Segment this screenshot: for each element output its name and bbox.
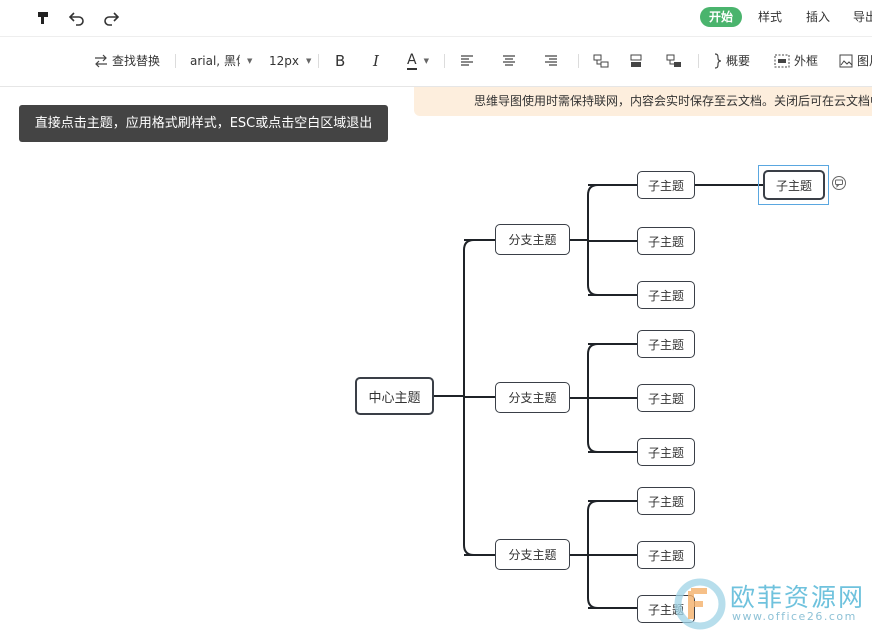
font-size-select[interactable]: 12px ▼ xyxy=(269,51,311,71)
sub-topic[interactable]: 子主题 xyxy=(637,438,695,466)
image-label: 图片 xyxy=(857,54,872,68)
italic-button[interactable]: I xyxy=(373,51,379,71)
font-family-value: arial, 黑体 xyxy=(190,54,240,68)
undo-icon[interactable] xyxy=(66,7,88,29)
swap-icon xyxy=(95,54,107,68)
insert-parent-icon xyxy=(666,54,681,67)
tab-start[interactable]: 开始 xyxy=(700,7,743,27)
comment-icon[interactable] xyxy=(831,175,847,191)
italic-icon: I xyxy=(373,52,379,70)
sub-topic[interactable]: 子主题 xyxy=(637,330,695,358)
bold-icon: B xyxy=(335,52,346,70)
insert-child-button[interactable] xyxy=(593,51,609,71)
branch-topic[interactable]: 分支主题 xyxy=(495,224,570,255)
image-icon xyxy=(839,54,853,68)
top-bar: 开始 样式 插入 导出 xyxy=(0,0,872,37)
branch-topic[interactable]: 分支主题 xyxy=(495,539,570,570)
align-center-icon xyxy=(503,55,515,66)
format-painter-tooltip: 直接点击主题，应用格式刷样式，ESC或点击空白区域退出 xyxy=(19,105,388,142)
insert-sibling-button[interactable] xyxy=(629,51,643,71)
tab-style[interactable]: 样式 xyxy=(758,10,783,24)
find-replace-label: 查找替换 xyxy=(112,54,161,68)
divider xyxy=(318,54,319,68)
sub-topic[interactable]: 子主题 xyxy=(637,541,695,569)
align-right-icon xyxy=(545,55,557,66)
divider xyxy=(578,54,579,68)
chevron-down-icon: ▼ xyxy=(306,57,312,65)
format-toolbar: 查找替换 arial, 黑体 ▼ 12px ▼ B I A ▼ 概要 xyxy=(0,37,872,87)
frame-button[interactable]: 外框 xyxy=(774,51,818,71)
redo-icon[interactable] xyxy=(100,7,122,29)
frame-label: 外框 xyxy=(794,54,819,68)
align-right-button[interactable] xyxy=(544,51,558,71)
insert-parent-button[interactable] xyxy=(666,51,682,71)
font-color-icon: A xyxy=(407,52,417,70)
branch-topic[interactable]: 分支主题 xyxy=(495,382,570,413)
brace-icon xyxy=(714,53,722,69)
selection-frame xyxy=(758,165,829,205)
sub-topic[interactable]: 子主题 xyxy=(637,281,695,309)
sub-topic-selected[interactable]: 子主题 xyxy=(763,170,825,200)
divider xyxy=(698,54,699,68)
watermark-url: www.office26.com xyxy=(732,610,857,623)
divider xyxy=(175,54,176,68)
find-replace-button[interactable]: 查找替换 xyxy=(94,51,160,71)
font-family-select[interactable]: arial, 黑体 ▼ xyxy=(190,51,252,71)
insert-child-icon xyxy=(593,54,609,68)
summary-label: 概要 xyxy=(726,54,751,68)
tab-insert[interactable]: 插入 xyxy=(806,10,831,24)
sub-topic[interactable]: 子主题 xyxy=(637,171,695,199)
frame-icon xyxy=(774,54,790,68)
sub-topic[interactable]: 子主题 xyxy=(637,227,695,255)
font-color-button[interactable]: A ▼ xyxy=(407,51,429,71)
insert-sibling-icon xyxy=(630,54,642,67)
align-left-icon xyxy=(461,55,473,66)
image-button[interactable]: 图片 xyxy=(839,51,872,71)
sub-topic[interactable]: 子主题 xyxy=(637,487,695,515)
bold-button[interactable]: B xyxy=(335,51,345,71)
tab-export[interactable]: 导出 xyxy=(853,10,872,24)
watermark-title: 欧菲资源网 xyxy=(730,583,866,612)
summary-button[interactable]: 概要 xyxy=(714,51,750,71)
align-center-button[interactable] xyxy=(502,51,516,71)
center-topic[interactable]: 中心主题 xyxy=(355,377,434,415)
font-size-value: 12px xyxy=(269,54,299,68)
format-painter-icon[interactable] xyxy=(32,7,54,29)
chevron-down-icon: ▼ xyxy=(247,57,253,65)
divider xyxy=(444,54,445,68)
align-left-button[interactable] xyxy=(460,51,474,71)
chevron-down-icon: ▼ xyxy=(423,57,429,65)
cloud-notice-banner: 思维导图使用时需保持联网，内容会实时保存至云文档。关闭后可在云文档中找到 xyxy=(414,87,872,116)
watermark-logo-icon xyxy=(674,578,726,630)
sub-topic[interactable]: 子主题 xyxy=(637,384,695,412)
